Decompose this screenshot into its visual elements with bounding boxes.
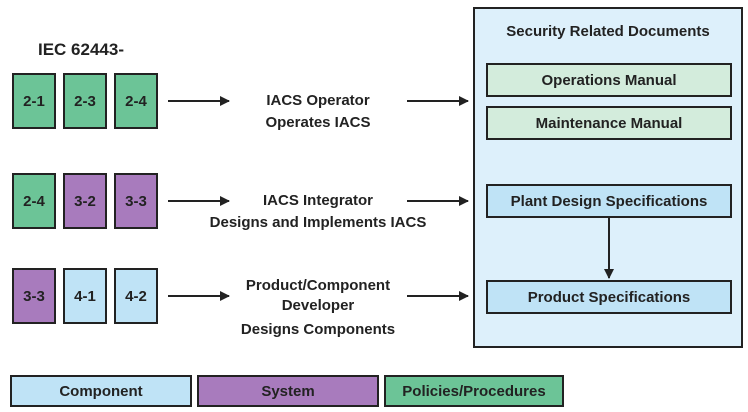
- role-line: IACS Integrator: [262, 192, 373, 209]
- standard-box-2-3: 2-3: [63, 73, 107, 129]
- standard-box-3-3: 3-3: [12, 268, 56, 324]
- legend-policies-procedures: Policies/Procedures: [384, 375, 564, 407]
- role-line: Operates IACS: [265, 114, 371, 131]
- standard-box-4-2: 4-2: [114, 268, 158, 324]
- role-line: IACS Operator: [266, 92, 370, 109]
- standard-box-2-1: 2-1: [12, 73, 56, 129]
- operations-manual-box: Operations Manual: [486, 63, 732, 97]
- role-line: Developer: [281, 297, 355, 314]
- role-iacs-operator: IACS Operator Operates IACS: [218, 90, 418, 134]
- role-iacs-integrator: IACS Integrator Designs and Implements I…: [193, 190, 443, 234]
- legend-system: System: [197, 375, 379, 407]
- role-line: Designs and Implements IACS: [209, 214, 427, 231]
- standard-box-3-2: 3-2: [63, 173, 107, 229]
- role-component-developer: Product/Component Developer Designs Comp…: [218, 276, 418, 340]
- documents-panel-title: Security Related Documents: [506, 23, 710, 40]
- role-line: Designs Components: [240, 321, 396, 338]
- standard-box-4-1: 4-1: [63, 268, 107, 324]
- standard-box-2-4: 2-4: [114, 73, 158, 129]
- product-specifications-box: Product Specifications: [486, 280, 732, 314]
- standard-box-3-3: 3-3: [114, 173, 158, 229]
- plant-design-specifications-box: Plant Design Specifications: [486, 184, 732, 218]
- maintenance-manual-box: Maintenance Manual: [486, 106, 732, 140]
- diagram-title: IEC 62443-: [38, 40, 124, 59]
- legend-component: Component: [10, 375, 192, 407]
- role-line: Product/Component: [245, 277, 391, 294]
- standard-box-2-4: 2-4: [12, 173, 56, 229]
